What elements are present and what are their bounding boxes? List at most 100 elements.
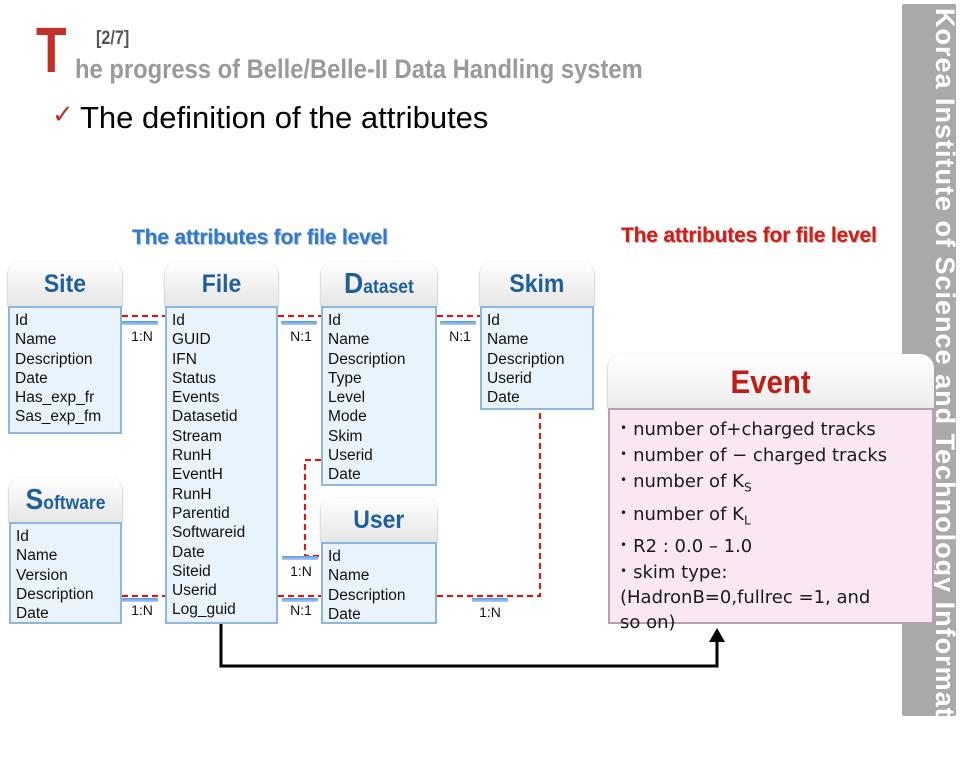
attribute-item: Name: [487, 331, 529, 349]
attribute-item: EventH: [172, 466, 223, 484]
rel-software-file: 1:N: [131, 602, 153, 618]
bullet-icon: •: [620, 564, 628, 579]
entity-site-title: Site: [43, 270, 87, 298]
attribute-item: Version: [16, 566, 68, 584]
event-item-text: skim type:: [633, 562, 728, 584]
rel-user-skim: 1:N: [479, 604, 501, 620]
entity-event: Event • number of+charged tracks • number o…: [608, 354, 934, 633]
attribute-item: Mode: [328, 408, 367, 426]
event-item-text: number of+charged tracks: [633, 419, 876, 440]
event-item: • R2 : 0.0 – 1.0: [620, 533, 922, 559]
event-attributes: • number of+charged tracks • number of − ch…: [608, 408, 934, 633]
entity-dataset-title: Dataset: [344, 268, 414, 300]
event-item-continuation: (HadronB=0,fullrec =1, and: [620, 587, 871, 609]
event-item-subscript: L: [743, 513, 751, 528]
event-item: • number of KL: [620, 501, 922, 534]
attribute-item: Name: [15, 331, 57, 349]
entity-file-title: File: [201, 270, 242, 298]
bullet-icon: •: [620, 421, 628, 435]
attribute-item: Date: [16, 605, 49, 623]
attribute-item: Name: [328, 331, 370, 349]
attribute-item: Events: [172, 389, 220, 407]
attribute-item: Description: [15, 350, 93, 368]
attribute-item: Id: [328, 312, 341, 329]
event-item-text: number of K: [633, 471, 744, 492]
attribute-item: Date: [15, 369, 48, 387]
event-item-text: R2 : 0.0 – 1.0: [633, 536, 753, 558]
event-item: • number of KS: [620, 468, 922, 501]
event-item-text: number of − charged tracks: [633, 445, 888, 466]
attribute-item: Date: [172, 543, 205, 561]
arrow-file-to-event: [219, 622, 719, 668]
rel-file-dataset: N:1: [290, 328, 312, 344]
attribute-item: Id: [172, 312, 185, 329]
entity-user-title: User: [353, 506, 405, 534]
check-icon: ✓: [52, 100, 74, 130]
attribute-item: GUID: [172, 331, 211, 349]
rel-site-file: 1:N: [131, 328, 153, 344]
entity-skim-title: Skim: [509, 270, 565, 298]
attribute-item: Description: [328, 350, 406, 368]
heading-initial: T: [36, 14, 67, 86]
attribute-item: Userid: [487, 369, 532, 387]
attribute-item: Softwareid: [172, 524, 246, 542]
attribute-item: Parentid: [172, 504, 230, 522]
rel-dataset-skim: N:1: [449, 328, 471, 344]
attribute-item: Sas_exp_fm: [15, 408, 102, 426]
attribute-item: Type: [328, 369, 362, 387]
rel-file-user: N:1: [290, 602, 312, 618]
attribute-item: Name: [328, 567, 370, 585]
attribute-item: Userid: [172, 582, 217, 600]
attribute-item: Level: [328, 389, 366, 407]
bullet-icon: •: [620, 538, 628, 553]
attribute-item: Id: [16, 528, 29, 545]
attribute-item: RunH: [172, 485, 212, 503]
event-item: • number of+charged tracks: [620, 416, 922, 442]
page-title: he progress of Belle/Belle-II Data Handl…: [75, 54, 643, 84]
attribute-item: Id: [487, 312, 500, 329]
entity-event-title: Event: [730, 364, 812, 400]
attribute-item: Status: [172, 369, 216, 387]
event-item-subscript: S: [743, 480, 752, 495]
arrow-head: [709, 628, 725, 642]
page-number: [2/7]: [96, 28, 130, 49]
link-user-skim: [437, 410, 542, 598]
link-dataset-user: [303, 458, 321, 558]
attribute-item: Userid: [328, 447, 373, 465]
attribute-item: Date: [328, 605, 361, 623]
event-item-continuation: so on): [620, 612, 676, 634]
slide-subtitle: The definition of the attributes: [80, 100, 489, 135]
slide: Korea Institute of Science and Technolog…: [8, 4, 956, 716]
bullet-icon: •: [620, 447, 628, 461]
attribute-item: Date: [487, 389, 520, 407]
attribute-item: Date: [328, 466, 361, 484]
attribute-item: Description: [328, 586, 406, 604]
event-item-text: number of K: [633, 503, 744, 525]
attribute-item: Skim: [328, 427, 363, 445]
bullet-icon: •: [620, 505, 628, 520]
attribute-item: Stream: [172, 427, 222, 445]
bullet-icon: •: [620, 473, 628, 487]
attribute-item: Id: [328, 548, 341, 565]
attribute-item: RunH: [172, 447, 212, 465]
event-item: • number of − charged tracks: [620, 442, 922, 468]
left-section-label: The attributes for file level: [132, 226, 388, 249]
attribute-item: Id: [15, 312, 28, 329]
attribute-item: Description: [487, 350, 565, 368]
attribute-item: IFN: [172, 350, 197, 368]
attribute-item: Description: [16, 585, 94, 603]
attribute-item: Has_exp_fr: [15, 389, 95, 407]
attribute-item: Datasetid: [172, 408, 238, 426]
event-item: • skim type:: [620, 559, 922, 585]
